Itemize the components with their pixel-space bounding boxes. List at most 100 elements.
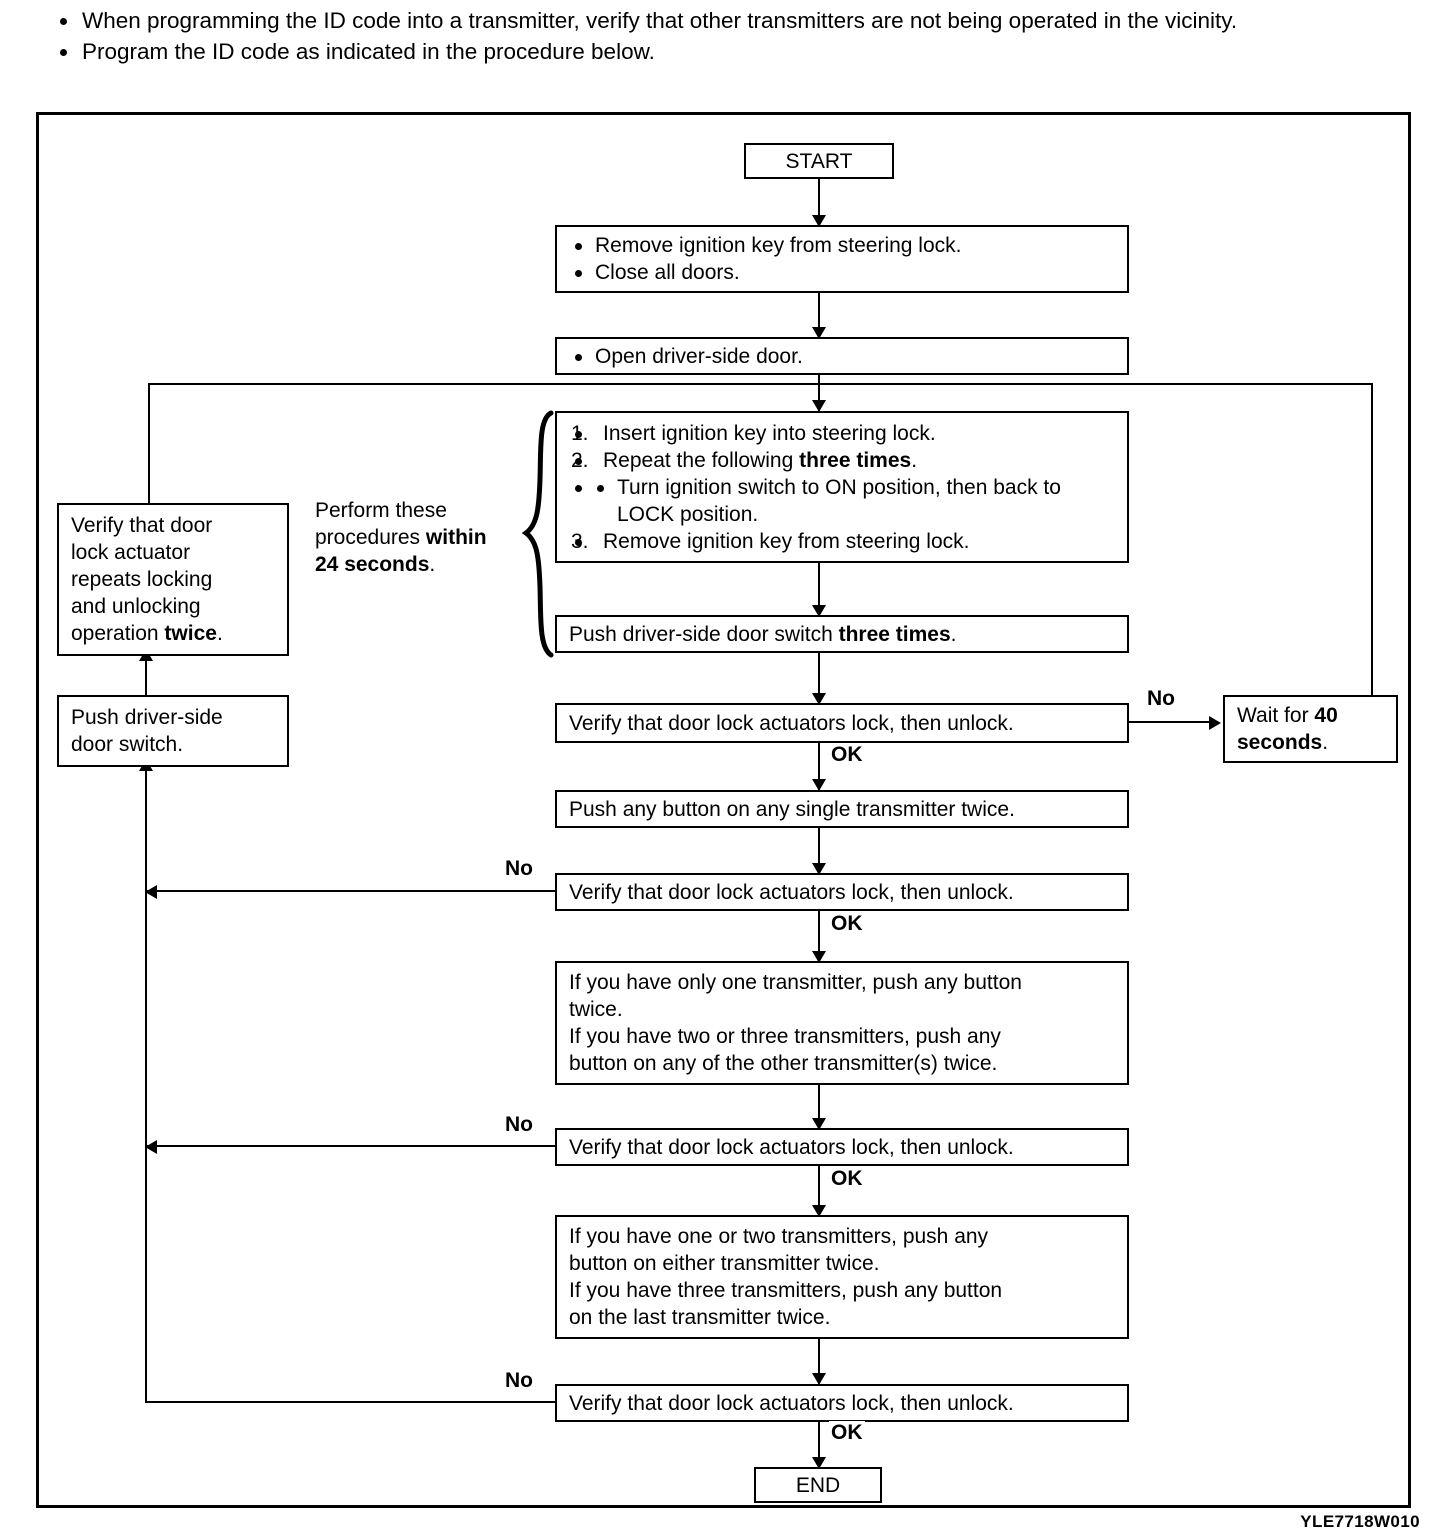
sidenote-line-3a: 24 seconds xyxy=(315,553,430,576)
feedback-bus-top xyxy=(148,383,1373,386)
feedback-bus-left-drop xyxy=(148,383,151,503)
sidenote-line-2: procedures within xyxy=(315,524,525,551)
node-start: START xyxy=(744,143,894,179)
arrow-verify3-ok xyxy=(812,1205,826,1217)
node-verify-2: Verify that door lock actuators lock, th… xyxy=(555,873,1129,911)
tx2-line-1: If you have one or two transmitters, pus… xyxy=(569,1225,989,1248)
node-push-driver-door-switch: Push driver-side door switch. xyxy=(57,695,289,767)
edge-verify2-ok xyxy=(818,911,821,963)
arrow-tx2-to-verify4 xyxy=(812,1373,826,1385)
edge-push3-to-verify1 xyxy=(818,653,821,705)
node-verify-4-label: Verify that door lock actuators lock, th… xyxy=(569,1391,1014,1415)
node-key-steps-item-3: 3. Remove ignition key from steering loc… xyxy=(569,528,1115,555)
intro-notes: When programming the ID code into a tran… xyxy=(46,6,1416,68)
node-key-steps-list: 1. Insert ignition key into steering loc… xyxy=(557,416,1127,559)
verify-repeat-line-5a: operation xyxy=(71,622,165,645)
node-open-driver-door: Open driver-side door. xyxy=(555,337,1129,375)
arrow-verify1-no xyxy=(1209,716,1221,730)
key-steps-num-3: 3. xyxy=(571,529,589,553)
tx2-line-4: on the last transmitter twice. xyxy=(569,1306,831,1329)
sidenote-line-3: 24 seconds. xyxy=(315,551,525,578)
reference-code: YLE7718W010 xyxy=(1300,1512,1420,1531)
node-verify-1-label: Verify that door lock actuators lock, th… xyxy=(569,711,1014,735)
flowchart-frame: START Remove ignition key from steering … xyxy=(36,112,1411,1508)
edge-verify4-ok xyxy=(818,1422,821,1468)
node-tx1-text: If you have only one transmitter, push a… xyxy=(557,965,1127,1081)
node-key-steps-item-1: 1. Insert ignition key into steering loc… xyxy=(569,420,1115,447)
edge-keysteps-to-push3 xyxy=(818,563,821,615)
arrow-verify4-ok xyxy=(812,1457,826,1469)
arrow-pushsingle-to-verify2 xyxy=(812,863,826,875)
feedback-bus-right-riser xyxy=(1371,383,1374,708)
key-steps-text-3: Remove ignition key from steering lock. xyxy=(603,529,970,553)
verify-repeat-line-3: repeats locking xyxy=(71,568,213,591)
intro-bullet-2: Program the ID code as indicated in the … xyxy=(46,37,1416,66)
node-verify-repeat-text: Verify that door lock actuator repeats l… xyxy=(59,508,287,651)
wait40-text-a: Wait for xyxy=(1237,704,1315,727)
node-end: END xyxy=(754,1467,882,1503)
edge-label-no-1: No xyxy=(1145,687,1177,711)
node-push-switch-text: Push driver-side door switch. xyxy=(59,700,287,762)
node-verify-3: Verify that door lock actuators lock, th… xyxy=(555,1128,1129,1166)
node-push-switch-three-times: Push driver-side door switch three times… xyxy=(555,615,1129,653)
node-prep-list: Remove ignition key from steering lock. … xyxy=(557,228,1127,290)
key-steps-text-2c: . xyxy=(911,448,918,472)
push-switch-line-1: Push driver-side xyxy=(71,706,223,729)
verify-repeat-line-4: and unlocking xyxy=(71,595,201,618)
arrow-prep-to-opendoor xyxy=(812,327,826,339)
edge-tx2-to-verify4 xyxy=(818,1339,821,1387)
annotation-perform-within-24-seconds: Perform these procedures within 24 secon… xyxy=(315,497,525,578)
edge-verify3-ok xyxy=(818,1166,821,1216)
node-prep-item-1: Remove ignition key from steering lock. xyxy=(569,232,1115,259)
push-switch-line-2: door switch. xyxy=(71,733,184,756)
key-steps-sub-text: Turn ignition switch to ON position, the… xyxy=(591,474,1115,528)
left-return-bus xyxy=(145,767,148,1403)
edge-tx1-to-verify3 xyxy=(818,1085,821,1131)
node-end-label: END xyxy=(795,1473,841,1497)
key-steps-text-1: Insert ignition key into steering lock. xyxy=(603,421,936,445)
node-wait40-label: Wait for 40 seconds. xyxy=(1225,698,1396,760)
verify-repeat-line-1: Verify that door xyxy=(71,514,213,537)
edge-label-no-4: No xyxy=(503,1369,535,1393)
wait40-text-c: seconds xyxy=(1237,731,1323,754)
key-steps-text-2a: Repeat the following xyxy=(603,448,800,472)
edge-pushswitch-to-verifyrepeat xyxy=(145,655,148,697)
tx1-line-3: If you have two or three transmitters, p… xyxy=(569,1025,1001,1048)
edge-verify2-no xyxy=(145,890,557,893)
node-key-steps-item-2: 2. Repeat the following three times. xyxy=(569,447,1115,474)
wait40-text-b: 40 xyxy=(1314,704,1338,727)
tx2-line-2: button on either transmitter twice. xyxy=(569,1252,880,1275)
arrow-tx1-to-verify3 xyxy=(812,1118,826,1130)
node-verify-2-label: Verify that door lock actuators lock, th… xyxy=(569,880,1014,904)
arrow-verify1-ok xyxy=(812,779,826,791)
key-steps-num-2: 2. xyxy=(571,448,589,472)
node-open-door-item: Open driver-side door. xyxy=(569,343,1115,370)
node-tx2-text: If you have one or two transmitters, pus… xyxy=(557,1219,1127,1335)
key-steps-text-2b: three times xyxy=(799,448,912,472)
node-prep: Remove ignition key from steering lock. … xyxy=(555,225,1129,293)
edge-verify1-ok xyxy=(818,743,821,793)
edge-label-ok-2: OK xyxy=(829,912,865,936)
arrow-verify2-no xyxy=(145,885,157,899)
key-steps-num-1: 1. xyxy=(571,421,589,445)
wait40-text-d: . xyxy=(1322,731,1329,754)
sidenote-line-1: Perform these xyxy=(315,499,447,522)
node-key-steps-subitem: Turn ignition switch to ON position, the… xyxy=(569,474,1115,528)
sidenote-line-2a: procedures xyxy=(315,526,426,549)
node-start-label: START xyxy=(785,149,853,173)
verify-repeat-line-5c: . xyxy=(216,622,223,645)
node-key-steps: 1. Insert ignition key into steering loc… xyxy=(555,411,1129,563)
node-verify-4: Verify that door lock actuators lock, th… xyxy=(555,1384,1129,1422)
arrow-start-to-prep xyxy=(812,215,826,227)
arrow-push3-to-verify1 xyxy=(812,693,826,705)
node-verify-1: Verify that door lock actuators lock, th… xyxy=(555,703,1129,743)
node-transmitter-instructions-1: If you have only one transmitter, push a… xyxy=(555,961,1129,1085)
edge-verify4-no xyxy=(145,1401,557,1404)
sidenote-line-2b: within xyxy=(425,526,487,549)
push3-text-b: three times xyxy=(838,622,951,646)
tx1-line-4: button on any of the other transmitter(s… xyxy=(569,1052,998,1075)
node-prep-item-2: Close all doors. xyxy=(569,259,1115,286)
node-verify-actuator-repeats: Verify that door lock actuator repeats l… xyxy=(57,503,289,656)
arrow-verify2-ok xyxy=(812,951,826,963)
edge-label-ok-1: OK xyxy=(829,743,865,767)
